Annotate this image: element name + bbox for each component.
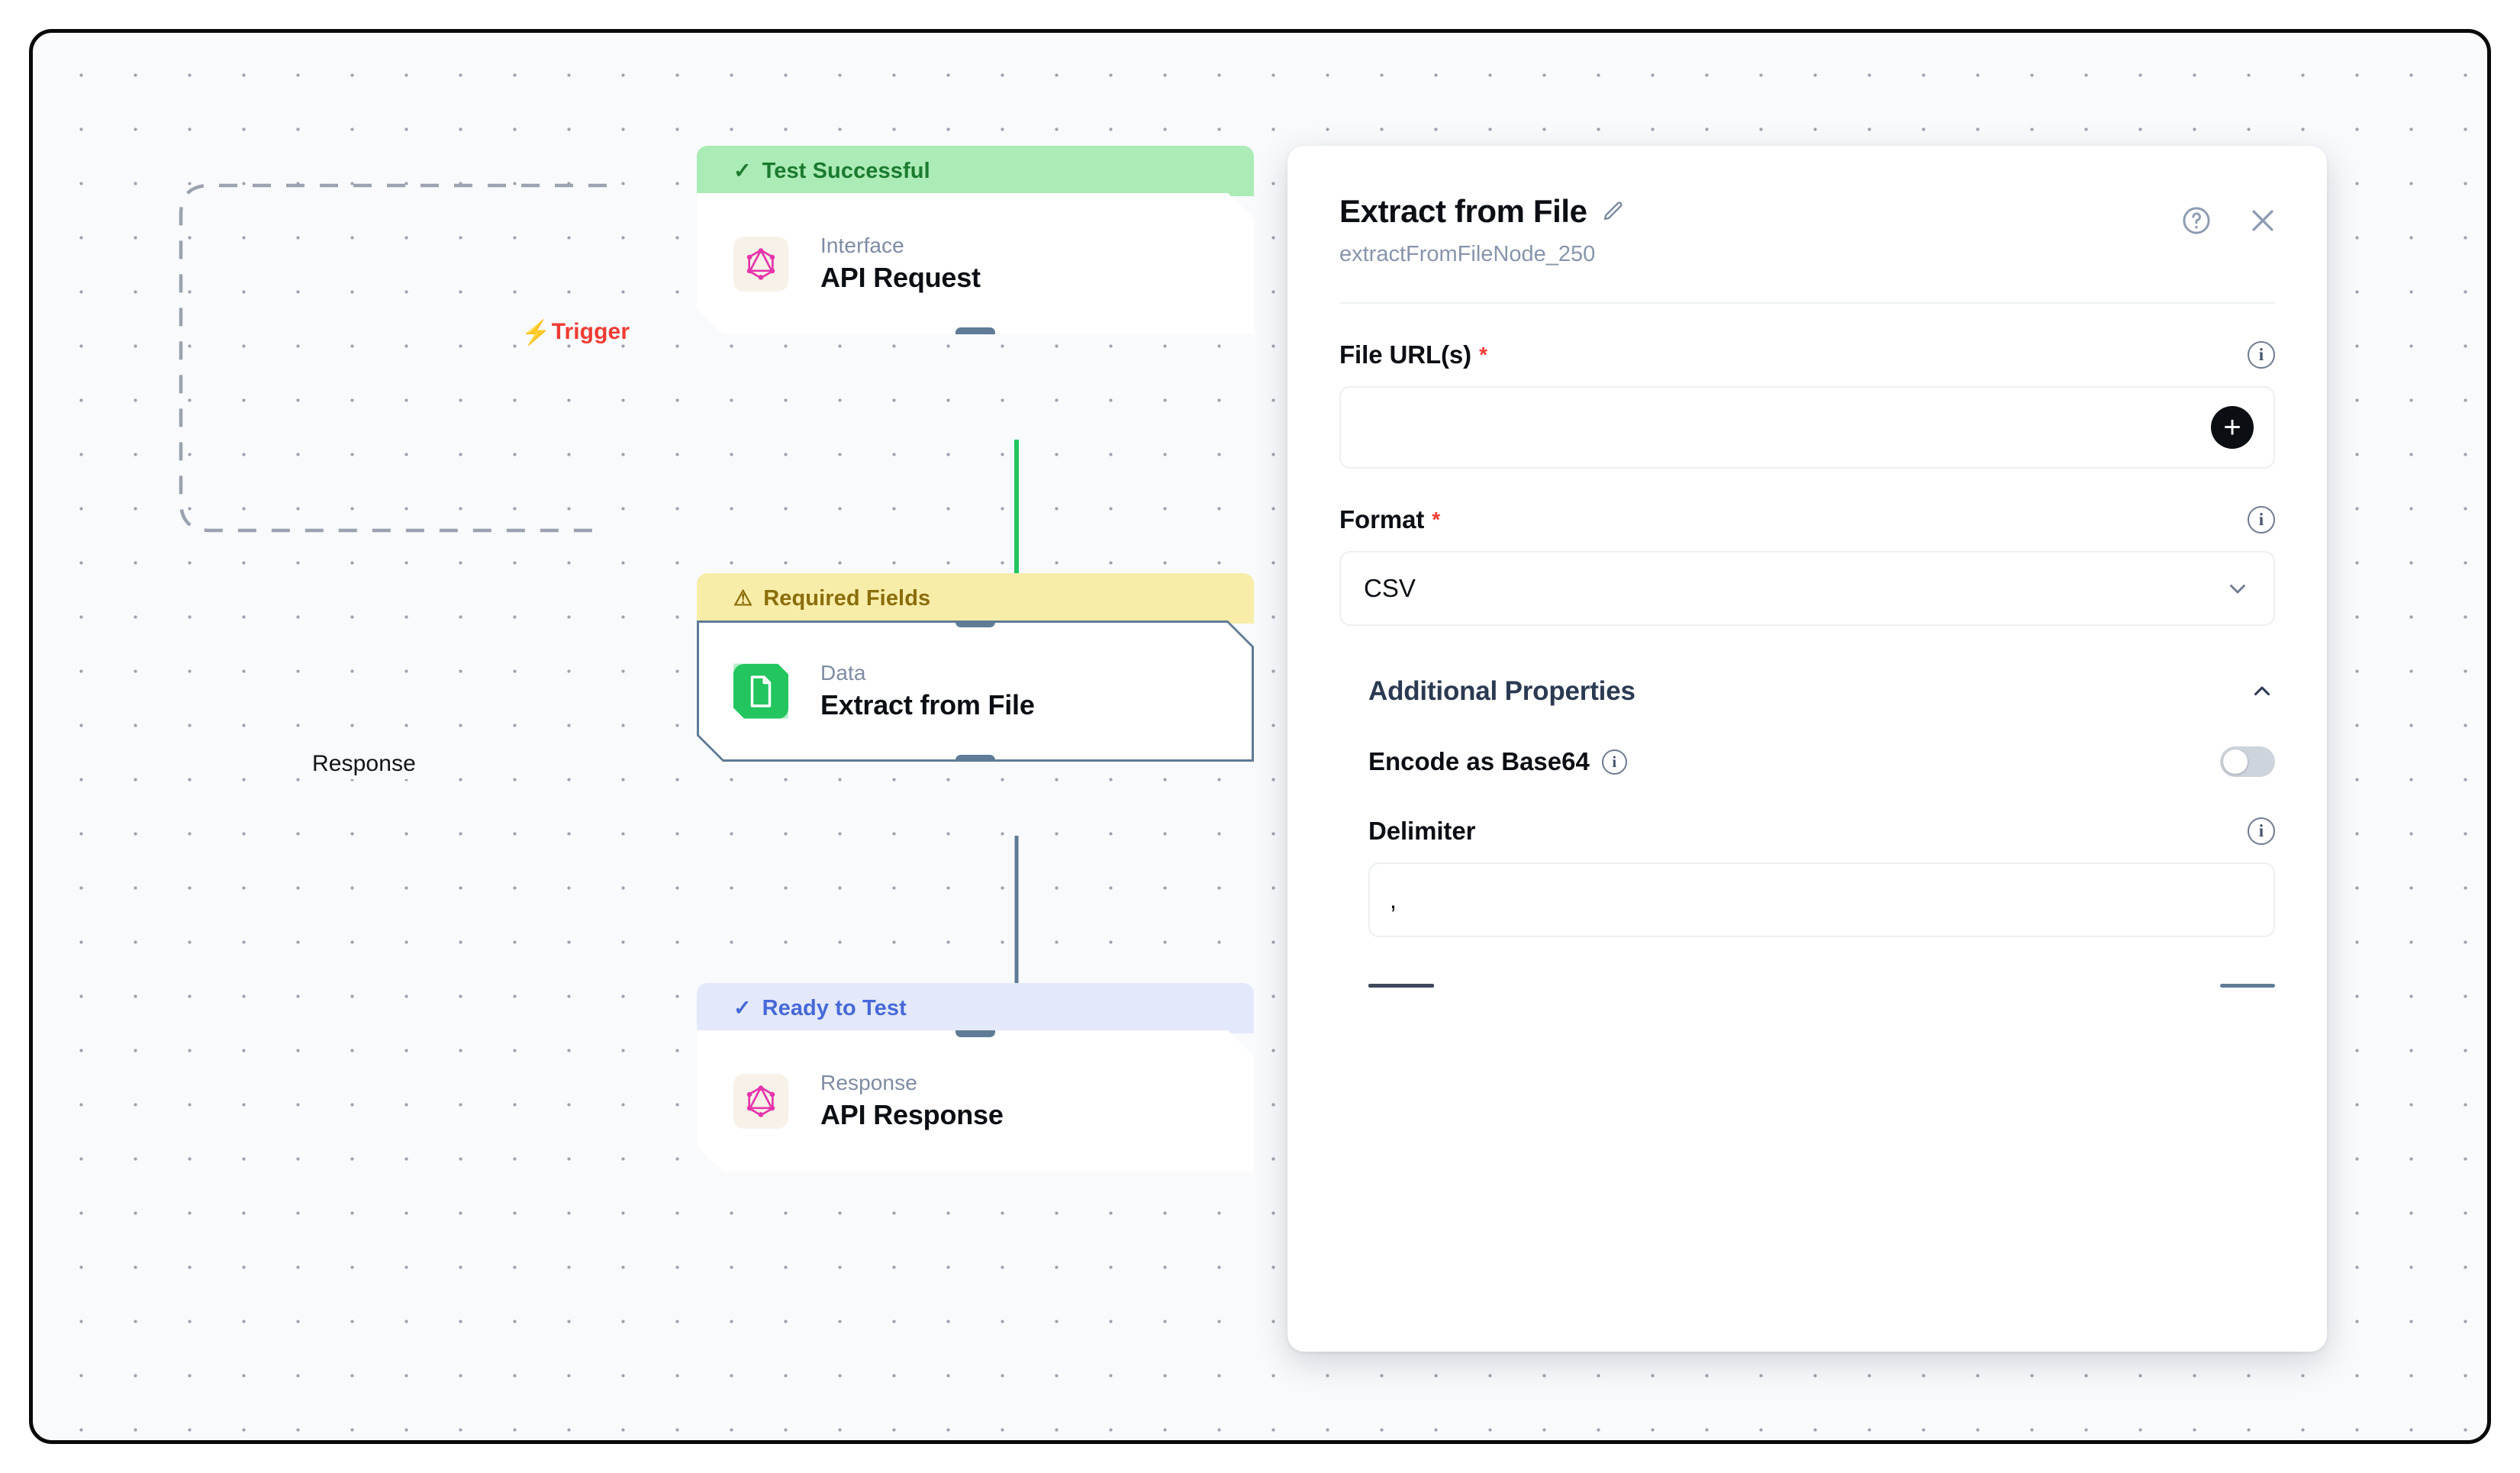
section-additional-properties[interactable]: Additional Properties: [1339, 676, 2275, 707]
node-title: Extract from File: [820, 689, 1035, 720]
node-text: Response API Response: [820, 1071, 1004, 1131]
clipped-label: [1368, 983, 1434, 988]
field-file-urls: File URL(s) * i +: [1339, 340, 2275, 469]
field-label-row: Delimiter i: [1368, 817, 2275, 846]
graphql-icon: [733, 237, 788, 292]
format-select[interactable]: CSV: [1339, 551, 2275, 626]
node-status-banner: ✓ Test Successful: [697, 146, 1254, 196]
panel-title-row: Extract from File: [1339, 193, 2275, 230]
field-label-text: File URL(s): [1339, 340, 1472, 369]
node-api-response[interactable]: ✓ Ready to Test: [697, 983, 1254, 1172]
node-status-label: Required Fields: [763, 585, 931, 611]
node-output-handle[interactable]: [955, 755, 995, 768]
node-card[interactable]: Interface API Request: [697, 193, 1254, 334]
close-icon[interactable]: [2246, 204, 2280, 237]
node-output-handle[interactable]: [955, 327, 995, 340]
edge-label-trigger-text: Trigger: [551, 319, 630, 344]
switch-row: Encode as Base64 i: [1368, 746, 2275, 777]
delimiter-value: ,: [1390, 885, 1397, 914]
node-status-banner: ✓ Ready to Test: [697, 983, 1254, 1033]
field-label-text: Encode as Base64: [1368, 747, 1590, 775]
format-selected-value: CSV: [1364, 574, 1416, 602]
node-status-label: Ready to Test: [762, 995, 907, 1020]
panel-body: File URL(s) * i + Format: [1287, 340, 2327, 991]
plus-icon[interactable]: +: [2211, 406, 2254, 449]
flow-canvas[interactable]: ⚡ Trigger Response ✓ Test Successful: [29, 29, 2491, 1444]
toggle-knob: [2223, 749, 2248, 774]
node-identifier: extractFromFileNode_250: [1339, 242, 1596, 266]
file-urls-input[interactable]: +: [1339, 386, 2275, 469]
warning-triangle-icon: ⚠: [733, 586, 753, 610]
info-icon[interactable]: i: [2248, 817, 2275, 845]
node-text: Interface API Request: [820, 234, 981, 294]
panel-header: Extract from File extractFromFileNode_25…: [1287, 146, 2327, 267]
lightning-bolt-icon: ⚡: [521, 318, 551, 346]
node-kind: Interface: [820, 234, 904, 257]
clipped-next-field: [1339, 980, 2275, 991]
required-marker: *: [1479, 343, 1487, 366]
pencil-icon[interactable]: [1601, 200, 1624, 223]
node-kind: Response: [820, 1071, 917, 1094]
node-config-panel: Extract from File extractFromFileNode_25…: [1287, 146, 2327, 1352]
edge-label-response: Response: [306, 749, 422, 779]
field-encode-base64: Encode as Base64 i: [1339, 746, 2275, 777]
info-icon[interactable]: i: [1601, 749, 1627, 775]
clipped-toggle[interactable]: [2220, 983, 2275, 988]
graphql-icon: [733, 1074, 788, 1129]
check-icon: ✓: [733, 996, 752, 1020]
delimiter-input[interactable]: ,: [1368, 862, 2275, 937]
file-document-icon: [733, 664, 788, 719]
node-status-banner: ⚠ Required Fields: [697, 573, 1254, 624]
section-title: Additional Properties: [1368, 676, 1635, 706]
node-card[interactable]: Response API Response: [697, 1030, 1254, 1172]
page-title: Extract from File: [1339, 193, 1587, 229]
field-label-row: File URL(s) * i: [1339, 340, 2275, 369]
field-label: Encode as Base64 i: [1368, 747, 1627, 776]
chevron-up-icon[interactable]: [2249, 678, 2275, 704]
node-kind: Data: [820, 661, 866, 685]
required-marker: *: [1432, 508, 1441, 531]
panel-header-actions: [2180, 204, 2280, 237]
panel-divider: [1339, 302, 2275, 304]
field-delimiter: Delimiter i ,: [1339, 817, 2275, 937]
help-circle-icon[interactable]: [2180, 205, 2212, 237]
field-label-row: Format * i: [1339, 505, 2275, 534]
node-text: Data Extract from File: [820, 661, 1035, 721]
node-card[interactable]: Data Extract from File: [697, 620, 1254, 762]
edge-label-trigger: ⚡ Trigger: [521, 319, 630, 345]
check-icon: ✓: [733, 159, 752, 182]
field-label: Delimiter: [1368, 817, 1476, 845]
node-title: API Request: [820, 262, 981, 293]
info-icon[interactable]: i: [2248, 506, 2275, 533]
encode-base64-toggle[interactable]: [2220, 746, 2275, 777]
field-format: Format * i CSV: [1339, 505, 2275, 626]
flow-graph: ⚡ Trigger Response ✓ Test Successful: [33, 33, 2487, 1440]
node-status-label: Test Successful: [762, 158, 930, 183]
node-api-request[interactable]: ✓ Test Successful: [697, 146, 1254, 334]
info-icon[interactable]: i: [2248, 341, 2275, 369]
field-label: File URL(s) *: [1339, 340, 1487, 369]
field-label-text: Format: [1339, 505, 1425, 533]
node-title: API Response: [820, 1099, 1004, 1130]
node-extract-from-file[interactable]: ⚠ Required Fields Data Extract: [697, 573, 1254, 762]
chevron-down-icon: [2225, 575, 2251, 601]
field-label: Format *: [1339, 505, 1440, 534]
